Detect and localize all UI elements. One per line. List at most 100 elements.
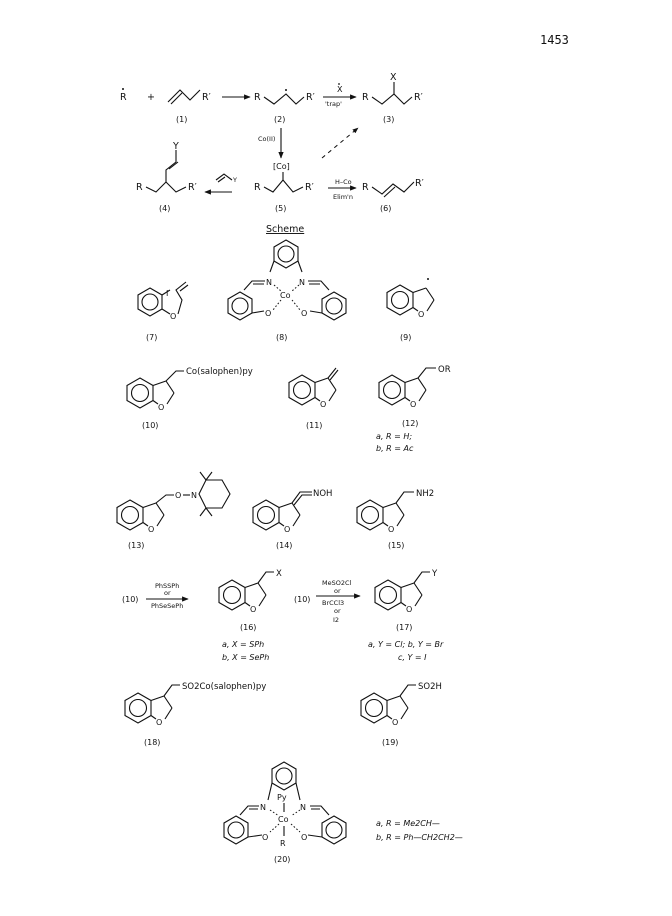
atom-O-10: O	[158, 403, 164, 412]
compound-11: O (11)	[288, 367, 339, 430]
compound-12: O OR (12) a, R = H; b, R = Ac	[376, 365, 451, 453]
reactions-row: (10) PhSSPh or PhSeSePh O X (16) a, X = …	[122, 569, 444, 662]
R-prime-5: R′	[305, 182, 314, 193]
atom-O-19: O	[392, 718, 398, 727]
note-17a: a, Y = Cl; b, Y = Br	[368, 640, 444, 649]
R-prime-2: R′	[306, 92, 315, 103]
compound-19: O SO2H (19)	[360, 682, 442, 747]
atom-O-20a: O	[262, 833, 268, 842]
scheme-title: Scheme	[266, 224, 304, 235]
R-6: R	[362, 182, 369, 193]
atom-O-16: O	[250, 605, 256, 614]
note-12b: b, R = Ac	[376, 444, 414, 453]
R-prime-3: R′	[414, 92, 423, 103]
chain-5	[263, 179, 304, 193]
atom-O-20b: O	[301, 833, 307, 842]
R-prime-6: R′	[415, 178, 424, 189]
atom-O-17: O	[406, 605, 412, 614]
reagent-2-or1: or	[334, 587, 341, 595]
atom-O-8b: O	[301, 309, 307, 318]
label-20: (20)	[274, 855, 290, 864]
page-number: 1453	[540, 33, 569, 47]
atom-O-7: O	[170, 312, 176, 321]
note-12a: a, R = H;	[376, 432, 412, 441]
atom-N-20a: N	[260, 803, 266, 812]
elim-reagent: H–Co	[335, 178, 352, 186]
compound-7: I O (7)	[137, 281, 189, 342]
compound-8: N N Co O O (8)	[227, 239, 347, 342]
group-19: SO2H	[418, 682, 442, 692]
label-4: (4)	[159, 204, 170, 213]
radical-R: R	[120, 92, 127, 103]
atom-N-20b: N	[300, 803, 306, 812]
group-15: NH2	[416, 489, 434, 499]
compound-9: O (9)	[386, 278, 435, 342]
R-4: R	[136, 182, 143, 193]
reagent-2-or2: or	[334, 607, 341, 615]
radical-scheme: R + R′ (1) R R′ (2) X 'trap' R X R′ (3) …	[120, 72, 424, 235]
atom-O-15: O	[388, 525, 394, 534]
atom-N-8b: N	[299, 278, 305, 287]
reagent-1-bot: PhSeSePh	[151, 602, 183, 610]
atom-Co-8: Co	[280, 291, 291, 300]
atom-O-13-ring: O	[148, 525, 154, 534]
reactant-10b: (10)	[294, 595, 310, 604]
group-10: Co(salophen)py	[186, 367, 253, 377]
reagent-2-top: MeSO2Cl	[322, 579, 352, 587]
atom-N-13: N	[191, 491, 197, 500]
R-2: R	[254, 92, 261, 103]
label-16: (16)	[240, 623, 256, 632]
atom-Py-20: Py	[277, 793, 287, 802]
atom-R-20: R	[280, 839, 286, 848]
note-20b: b, R = Ph—CH2CH2—	[376, 833, 463, 842]
alkene-1	[167, 89, 201, 105]
elim-label: Elim'n	[333, 193, 353, 201]
label-5: (5)	[275, 204, 286, 213]
note-16a: a, X = SPh	[222, 640, 264, 649]
label-1: (1)	[176, 115, 187, 124]
compound-13: O O N (13)	[116, 471, 231, 550]
reagent-2-bot: I2	[333, 616, 339, 624]
chain-6	[371, 181, 415, 198]
group-18: SO2Co(salophen)py	[182, 682, 266, 692]
group-16: X	[276, 569, 282, 579]
plus-sign: +	[147, 92, 155, 103]
atom-O-9: O	[418, 310, 424, 319]
label-18: (18)	[144, 738, 160, 747]
reagent-1-or: or	[164, 589, 171, 597]
label-3: (3)	[383, 115, 394, 124]
group-14: NOH	[313, 489, 332, 499]
label-2: (2)	[274, 115, 285, 124]
compound-15: O NH2 (15)	[356, 489, 434, 550]
label-13: (13)	[128, 541, 144, 550]
group-12: OR	[438, 365, 451, 375]
trap-label: 'trap'	[325, 100, 342, 108]
label-19: (19)	[382, 738, 398, 747]
label-9: (9)	[400, 333, 411, 342]
label-7: (7)	[146, 333, 157, 342]
svg-text:I: I	[166, 289, 168, 298]
Y-4: Y	[172, 141, 179, 152]
reactant-10a: (10)	[122, 595, 138, 604]
atom-Co-20: Co	[278, 815, 289, 824]
atom-O-8a: O	[265, 309, 271, 318]
compound-18: O SO2Co(salophen)py (18)	[124, 682, 266, 747]
X-3: X	[390, 72, 397, 83]
label-10: (10)	[142, 421, 158, 430]
compound-20: Py N N Co O O R (20) a, R = Me2CH— b, R …	[223, 761, 463, 864]
label-8: (8)	[276, 333, 287, 342]
atom-O-11: O	[320, 400, 326, 409]
note-20a: a, R = Me2CH—	[376, 819, 440, 828]
atom-O-14: O	[284, 525, 290, 534]
label-14: (14)	[276, 541, 292, 550]
compound-10: O Co(salophen)py (10)	[126, 367, 253, 430]
chain-3	[371, 93, 413, 105]
R-prime-1: R′	[202, 92, 211, 103]
chain-4	[145, 181, 187, 193]
reagent-2-mid: BrCCl3	[322, 599, 344, 607]
reagent-Y: Y	[232, 176, 237, 184]
note-16b: b, X = SePh	[222, 653, 269, 662]
R-5: R	[254, 182, 261, 193]
group-17: Y	[431, 569, 438, 579]
